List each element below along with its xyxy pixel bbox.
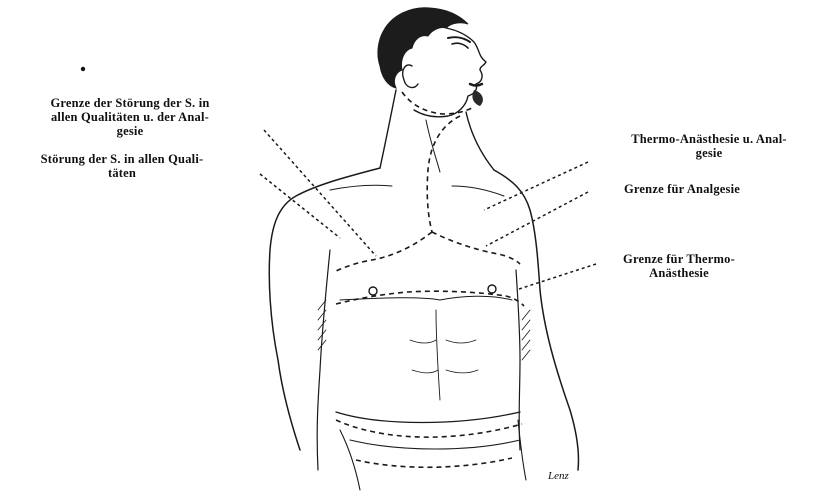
boundary-chest-upper-right <box>432 232 520 264</box>
eye <box>452 43 468 48</box>
artist-signature: Lenz <box>548 470 569 482</box>
face-outline <box>414 28 486 117</box>
nipple-left <box>369 287 377 295</box>
hip-right <box>518 420 526 480</box>
label-stoerung-alle: Störung der S. in allen Quali- täten <box>2 152 242 180</box>
neck-right <box>466 112 494 170</box>
boundary-chest-upper-left <box>334 232 432 272</box>
leader-thermo-analgesie <box>484 162 588 210</box>
boundary-hip <box>356 458 512 467</box>
leader-grenze-thermo <box>516 264 596 290</box>
eyebrow <box>448 37 470 42</box>
neck-muscle <box>426 120 440 172</box>
neck-left <box>380 90 396 168</box>
waistband <box>350 440 520 449</box>
clavicle-right <box>452 186 504 196</box>
boundary-neck <box>402 92 472 114</box>
leader-grenze-stoerung <box>264 130 376 256</box>
abdomen-line <box>436 310 440 400</box>
label-grenze-stoerung-alle-analgesie: Grenze der Störung der S. in allen Quali… <box>4 96 256 138</box>
label-grenze-analgesie: Grenze für Analgesie <box>592 182 772 196</box>
chin-shadow <box>472 90 482 106</box>
boundary-neck-v <box>427 116 460 232</box>
leader-stoerung-alle <box>260 174 340 238</box>
abdomen-shading <box>410 340 478 373</box>
label-grenze-thermo: Grenze für Thermo- Anästhesie <box>594 252 764 280</box>
ear <box>403 65 418 88</box>
left-arm-inner <box>317 250 330 470</box>
hair <box>378 8 468 88</box>
bullet-mark <box>81 67 85 71</box>
waist-line <box>336 412 520 423</box>
label-thermo-anaesthesie-analgesie: Thermo-Anästhesie u. Anal- gesie <box>594 132 824 160</box>
hatching-right <box>522 310 530 360</box>
clavicle-left <box>330 185 392 190</box>
nipple-right <box>488 285 496 293</box>
leader-grenze-analgesie <box>486 192 588 246</box>
right-shoulder <box>494 170 579 470</box>
